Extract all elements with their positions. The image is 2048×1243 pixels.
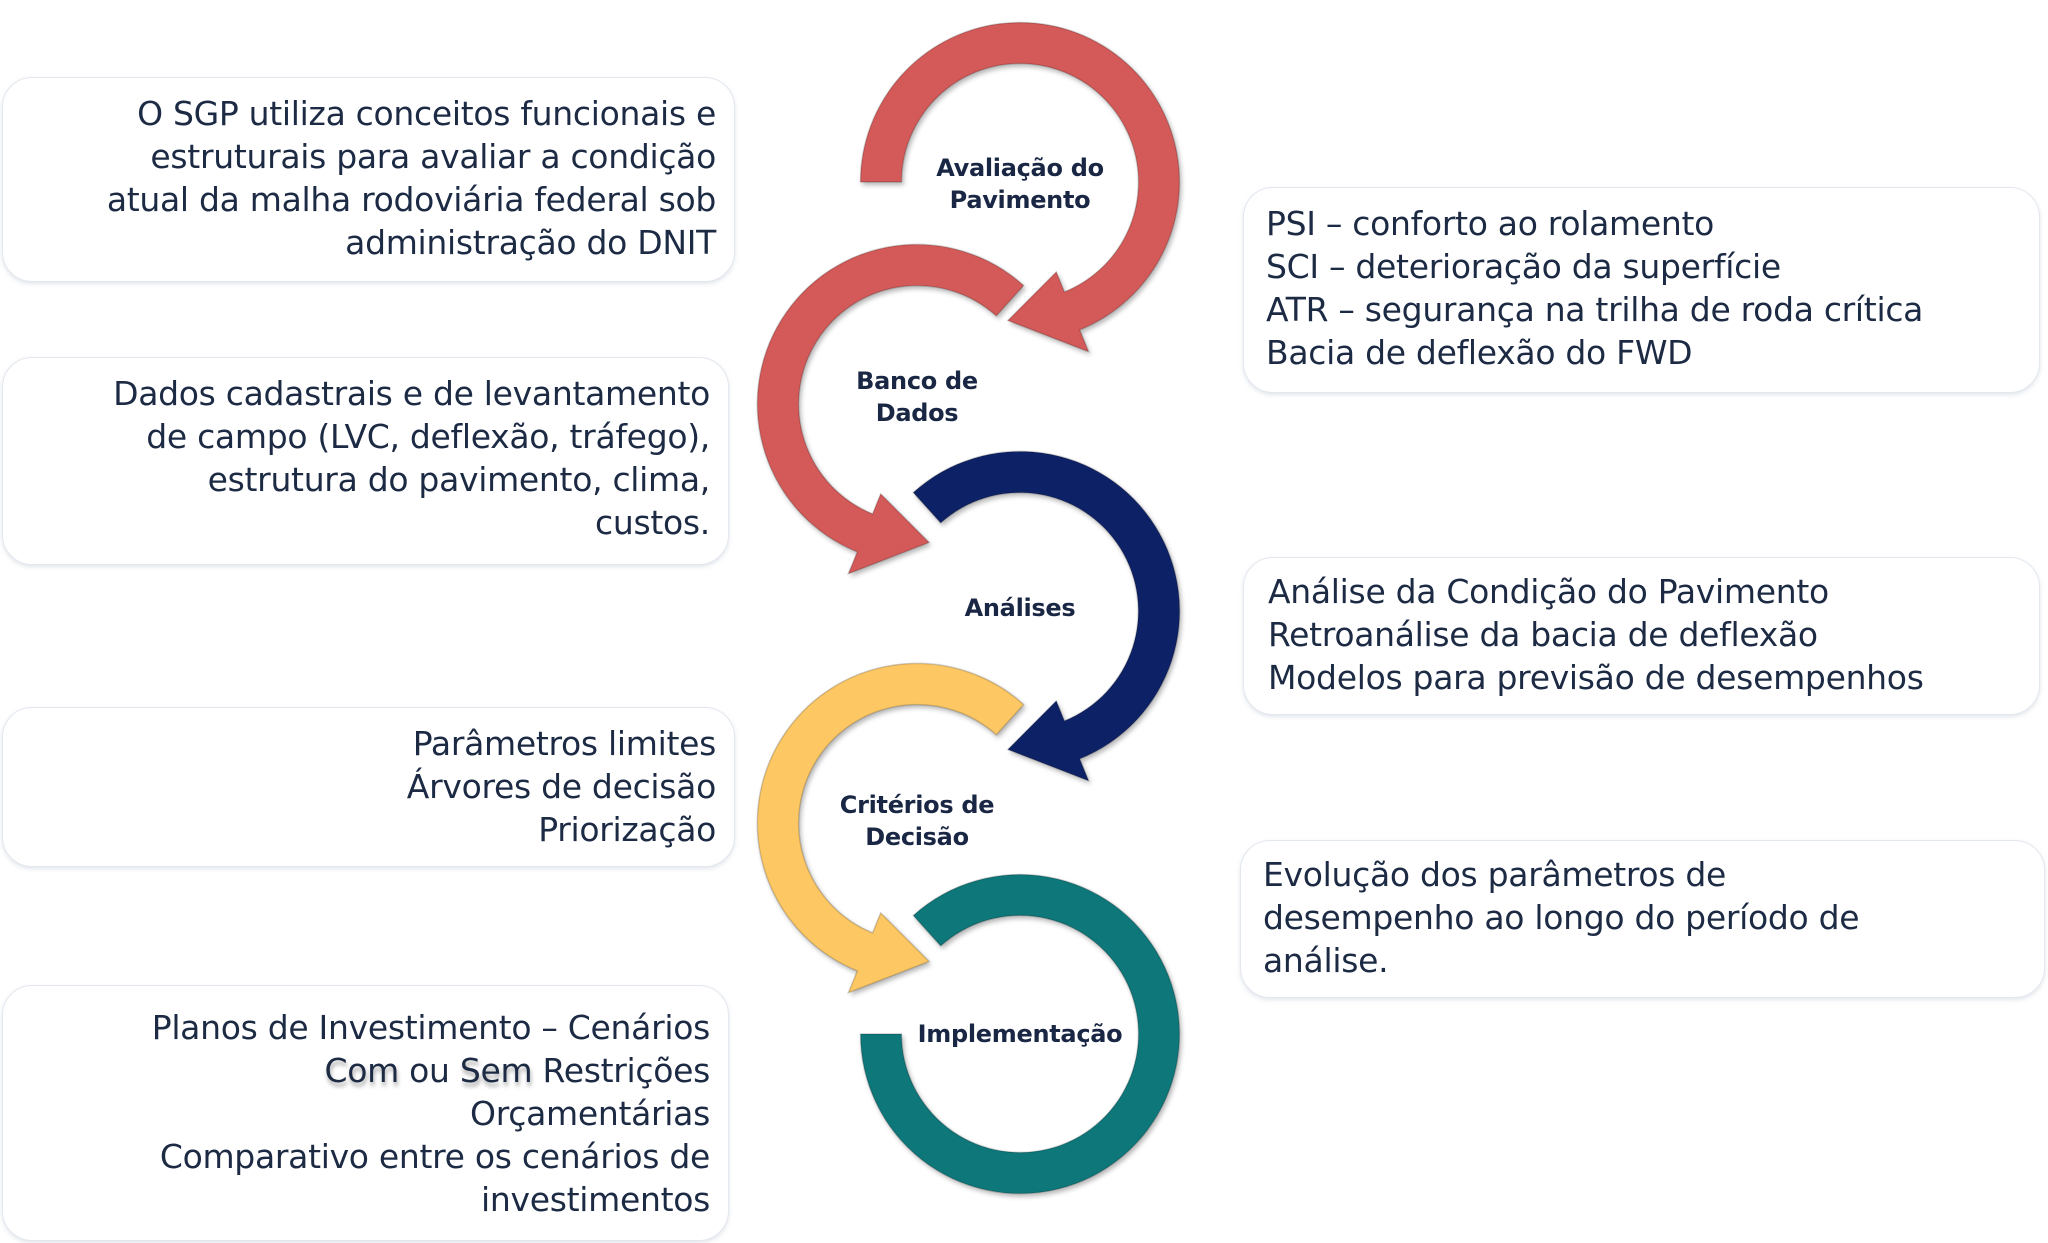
note-text-ou: ou bbox=[398, 1051, 460, 1090]
note-line: atual da malha rodoviária federal sob bbox=[106, 180, 716, 219]
note-line: custos. bbox=[595, 503, 710, 542]
step-analises: Análises bbox=[912, 450, 1181, 783]
note-line-restrictions: Com ou Sem Restrições bbox=[3, 1049, 710, 1092]
note-line: Planos de Investimento – Cenários bbox=[151, 1008, 711, 1047]
note-box-sgp-overview: O SGP utiliza conceitos funcionais e est… bbox=[2, 77, 735, 282]
note-line: estrutura do pavimento, clima, bbox=[207, 460, 711, 499]
step-label-line: Análises bbox=[965, 594, 1076, 622]
curved-arrow-yellow bbox=[756, 662, 1025, 995]
step-label-line: Avaliação do bbox=[936, 154, 1104, 182]
note-line: investimentos bbox=[480, 1180, 710, 1219]
note-line: O SGP utiliza conceitos funcionais e bbox=[137, 94, 716, 133]
note-line: ATR – segurança na trilha de roda crític… bbox=[1266, 290, 1924, 329]
step-implementacao: Implementação bbox=[859, 873, 1181, 1195]
note-line: Análise da Condição do Pavimento bbox=[1268, 572, 1829, 611]
note-line: Bacia de deflexão do FWD bbox=[1266, 333, 1693, 372]
note-line: estruturais para avaliar a condição bbox=[150, 137, 716, 176]
note-line: Retroanálise da bacia de deflexão bbox=[1268, 615, 1818, 654]
note-line: administração do DNIT bbox=[345, 223, 716, 262]
note-line: Evolução dos parâmetros de bbox=[1263, 855, 1727, 894]
note-line: Dados cadastrais e de levantamento bbox=[113, 374, 710, 413]
circular-arc-teal bbox=[859, 873, 1181, 1195]
note-line: desempenho ao longo do período de bbox=[1263, 898, 1860, 937]
note-line: Orçamentárias bbox=[470, 1094, 710, 1133]
note-box-database: Dados cadastrais e de levantamento de ca… bbox=[2, 357, 729, 565]
note-line: PSI – conforto ao rolamento bbox=[1266, 204, 1715, 243]
step-label-line: Implementação bbox=[918, 1020, 1123, 1048]
note-line: Comparativo entre os cenários de bbox=[159, 1137, 710, 1176]
curved-arrow-navy bbox=[912, 450, 1181, 783]
step-label-line: Pavimento bbox=[950, 186, 1091, 214]
step-label-line: Decisão bbox=[865, 823, 969, 851]
curved-arrow-red bbox=[859, 21, 1181, 354]
note-line: análise. bbox=[1263, 941, 1389, 980]
note-line: de campo (LVC, deflexão, tráfego), bbox=[146, 417, 710, 456]
emphasis-com: Com bbox=[324, 1051, 399, 1090]
note-line: Parâmetros limites bbox=[412, 724, 717, 763]
note-box-investment-plans: Planos de Investimento – Cenários Com ou… bbox=[2, 985, 729, 1241]
step-criterios-decisao: Critérios de Decisão bbox=[756, 662, 1025, 995]
note-line: Priorização bbox=[538, 810, 716, 849]
note-text-restricoes: Restrições bbox=[532, 1051, 711, 1090]
note-box-analyses: Análise da Condição do Pavimento Retroan… bbox=[1243, 557, 2040, 715]
step-avaliacao-pavimento: Avaliação do Pavimento bbox=[859, 21, 1181, 354]
note-line: Modelos para previsão de desempenhos bbox=[1268, 658, 1924, 697]
note-box-decision-criteria: Parâmetros limites Árvores de decisão Pr… bbox=[2, 707, 735, 867]
step-banco-de-dados: Banco de Dados bbox=[756, 243, 1025, 576]
step-label-line: Banco de bbox=[856, 367, 978, 395]
note-line: Árvores de decisão bbox=[406, 767, 717, 806]
note-box-indicators: PSI – conforto ao rolamento SCI – deteri… bbox=[1243, 187, 2040, 393]
curved-arrow-red bbox=[756, 243, 1025, 576]
emphasis-sem: Sem bbox=[459, 1051, 533, 1090]
step-label-line: Dados bbox=[876, 399, 959, 427]
note-line: SCI – deterioração da superfície bbox=[1266, 247, 1781, 286]
note-box-implementation: Evolução dos parâmetros de desempenho ao… bbox=[1240, 840, 2045, 998]
step-label-line: Critérios de bbox=[840, 791, 994, 819]
